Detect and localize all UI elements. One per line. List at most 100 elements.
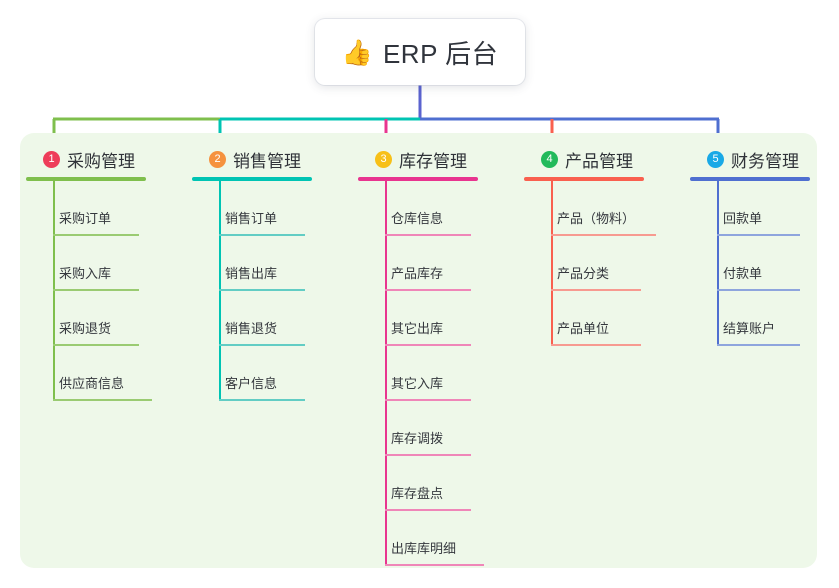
list-item-rule xyxy=(551,344,641,346)
root-title: ERP 后台 xyxy=(382,38,499,69)
list-item-rule xyxy=(551,289,641,291)
column-title-2: 销售管理 xyxy=(233,151,301,171)
list-item-rule xyxy=(385,289,471,291)
list-item[interactable]: 采购订单 xyxy=(26,181,186,236)
column-2: 2 销售管理销售订单销售出库销售退货客户信息 xyxy=(192,146,352,401)
list-item-rule xyxy=(53,344,139,346)
column-spine-5 xyxy=(717,181,719,346)
column-header-5[interactable]: 5 财务管理 xyxy=(690,146,839,172)
column-badge-2: 2 xyxy=(209,150,226,168)
column-header-2[interactable]: 2 销售管理 xyxy=(192,146,352,172)
column-items-3: 仓库信息产品库存其它出库其它入库库存调拨库存盘点出库库明细 xyxy=(358,181,528,566)
list-item-rule xyxy=(219,344,305,346)
list-item-rule xyxy=(53,289,139,291)
column-items-2: 销售订单销售出库销售退货客户信息 xyxy=(192,181,352,401)
list-item[interactable]: 客户信息 xyxy=(192,346,352,401)
list-item-label: 销售出库 xyxy=(225,266,278,281)
list-item-rule xyxy=(385,509,471,511)
list-item-rule xyxy=(53,234,139,236)
list-item-label: 其它入库 xyxy=(391,376,444,391)
column-rule-2 xyxy=(192,177,312,181)
list-item-label: 付款单 xyxy=(723,266,763,281)
column-spine-4 xyxy=(551,181,553,346)
list-item-rule xyxy=(219,399,305,401)
column-4: 4 产品管理产品（物料） 产品分类产品单位 xyxy=(524,146,694,346)
column-items-5: 回款单付款单结算账户 xyxy=(690,181,839,346)
list-item-label: 仓库信息 xyxy=(391,211,444,226)
column-title-3: 库存管理 xyxy=(399,151,467,171)
list-item[interactable]: 销售出库 xyxy=(192,236,352,291)
list-item-rule xyxy=(385,564,484,566)
list-item[interactable]: 产品单位 xyxy=(524,291,694,346)
list-item[interactable]: 仓库信息 xyxy=(358,181,528,236)
list-item-label: 客户信息 xyxy=(225,376,278,391)
list-item[interactable]: 产品库存 xyxy=(358,236,528,291)
list-item-rule xyxy=(219,234,305,236)
list-item-rule xyxy=(385,344,471,346)
column-items-1: 采购订单采购入库采购退货供应商信息 xyxy=(26,181,186,401)
list-item-rule xyxy=(385,234,471,236)
list-item-rule xyxy=(385,454,471,456)
column-header-3[interactable]: 3 库存管理 xyxy=(358,146,528,172)
list-item-rule xyxy=(219,289,305,291)
list-item[interactable]: 结算账户 xyxy=(690,291,839,346)
column-rule-3 xyxy=(358,177,478,181)
column-title-1: 采购管理 xyxy=(67,151,135,171)
list-item-label: 产品分类 xyxy=(557,266,610,281)
list-item[interactable]: 其它出库 xyxy=(358,291,528,346)
list-item-label: 产品库存 xyxy=(391,266,444,281)
column-header-4[interactable]: 4 产品管理 xyxy=(524,146,694,172)
list-item-label: 销售订单 xyxy=(225,211,278,226)
column-spine-3 xyxy=(385,181,387,566)
column-spine-2 xyxy=(219,181,221,401)
column-rule-5 xyxy=(690,177,810,181)
column-badge-5: 5 xyxy=(707,150,724,168)
list-item-rule xyxy=(717,234,800,236)
column-title-4: 产品管理 xyxy=(565,151,633,171)
list-item-label: 结算账户 xyxy=(723,321,776,336)
column-title-5: 财务管理 xyxy=(731,151,799,171)
list-item-label: 采购订单 xyxy=(59,211,112,226)
list-item[interactable]: 其它入库 xyxy=(358,346,528,401)
list-item[interactable]: 库存盘点 xyxy=(358,456,528,511)
list-item[interactable]: 出库库明细 xyxy=(358,511,528,566)
column-badge-3: 3 xyxy=(375,150,392,168)
list-item-label: 产品单位 xyxy=(557,321,610,336)
list-item[interactable]: 销售退货 xyxy=(192,291,352,346)
root-node[interactable]: 👍 ERP 后台 xyxy=(315,19,525,85)
list-item[interactable]: 销售订单 xyxy=(192,181,352,236)
list-item[interactable]: 供应商信息 xyxy=(26,346,186,401)
list-item-rule xyxy=(717,289,800,291)
list-item[interactable]: 库存调拨 xyxy=(358,401,528,456)
list-item[interactable]: 回款单 xyxy=(690,181,839,236)
content-panel xyxy=(20,133,817,568)
column-3: 3 库存管理仓库信息产品库存其它出库其它入库库存调拨库存盘点出库库明细 xyxy=(358,146,528,566)
column-spine-1 xyxy=(53,181,55,401)
list-item-label: 回款单 xyxy=(723,211,763,226)
list-item-rule xyxy=(53,399,152,401)
list-item[interactable]: 产品分类 xyxy=(524,236,694,291)
list-item-label: 产品（物料） xyxy=(557,211,636,226)
list-item[interactable]: 付款单 xyxy=(690,236,839,291)
list-item[interactable]: 产品（物料） xyxy=(524,181,694,236)
list-item-label: 其它出库 xyxy=(391,321,444,336)
list-item-label: 库存盘点 xyxy=(391,486,444,501)
list-item-label: 采购入库 xyxy=(59,266,112,281)
list-item-rule xyxy=(385,399,471,401)
column-rule-1 xyxy=(26,177,146,181)
column-items-4: 产品（物料） 产品分类产品单位 xyxy=(524,181,694,346)
list-item-label: 供应商信息 xyxy=(59,376,125,391)
list-item[interactable]: 采购退货 xyxy=(26,291,186,346)
column-badge-4: 4 xyxy=(541,150,558,168)
list-item-rule xyxy=(717,344,800,346)
list-item-label: 销售退货 xyxy=(225,321,278,336)
column-5: 5 财务管理回款单付款单结算账户 xyxy=(690,146,839,346)
list-item[interactable]: 采购入库 xyxy=(26,236,186,291)
thumbs-up-icon: 👍 xyxy=(341,38,373,67)
list-item-label: 库存调拨 xyxy=(391,431,444,446)
list-item-label: 出库库明细 xyxy=(391,541,457,556)
column-rule-4 xyxy=(524,177,644,181)
